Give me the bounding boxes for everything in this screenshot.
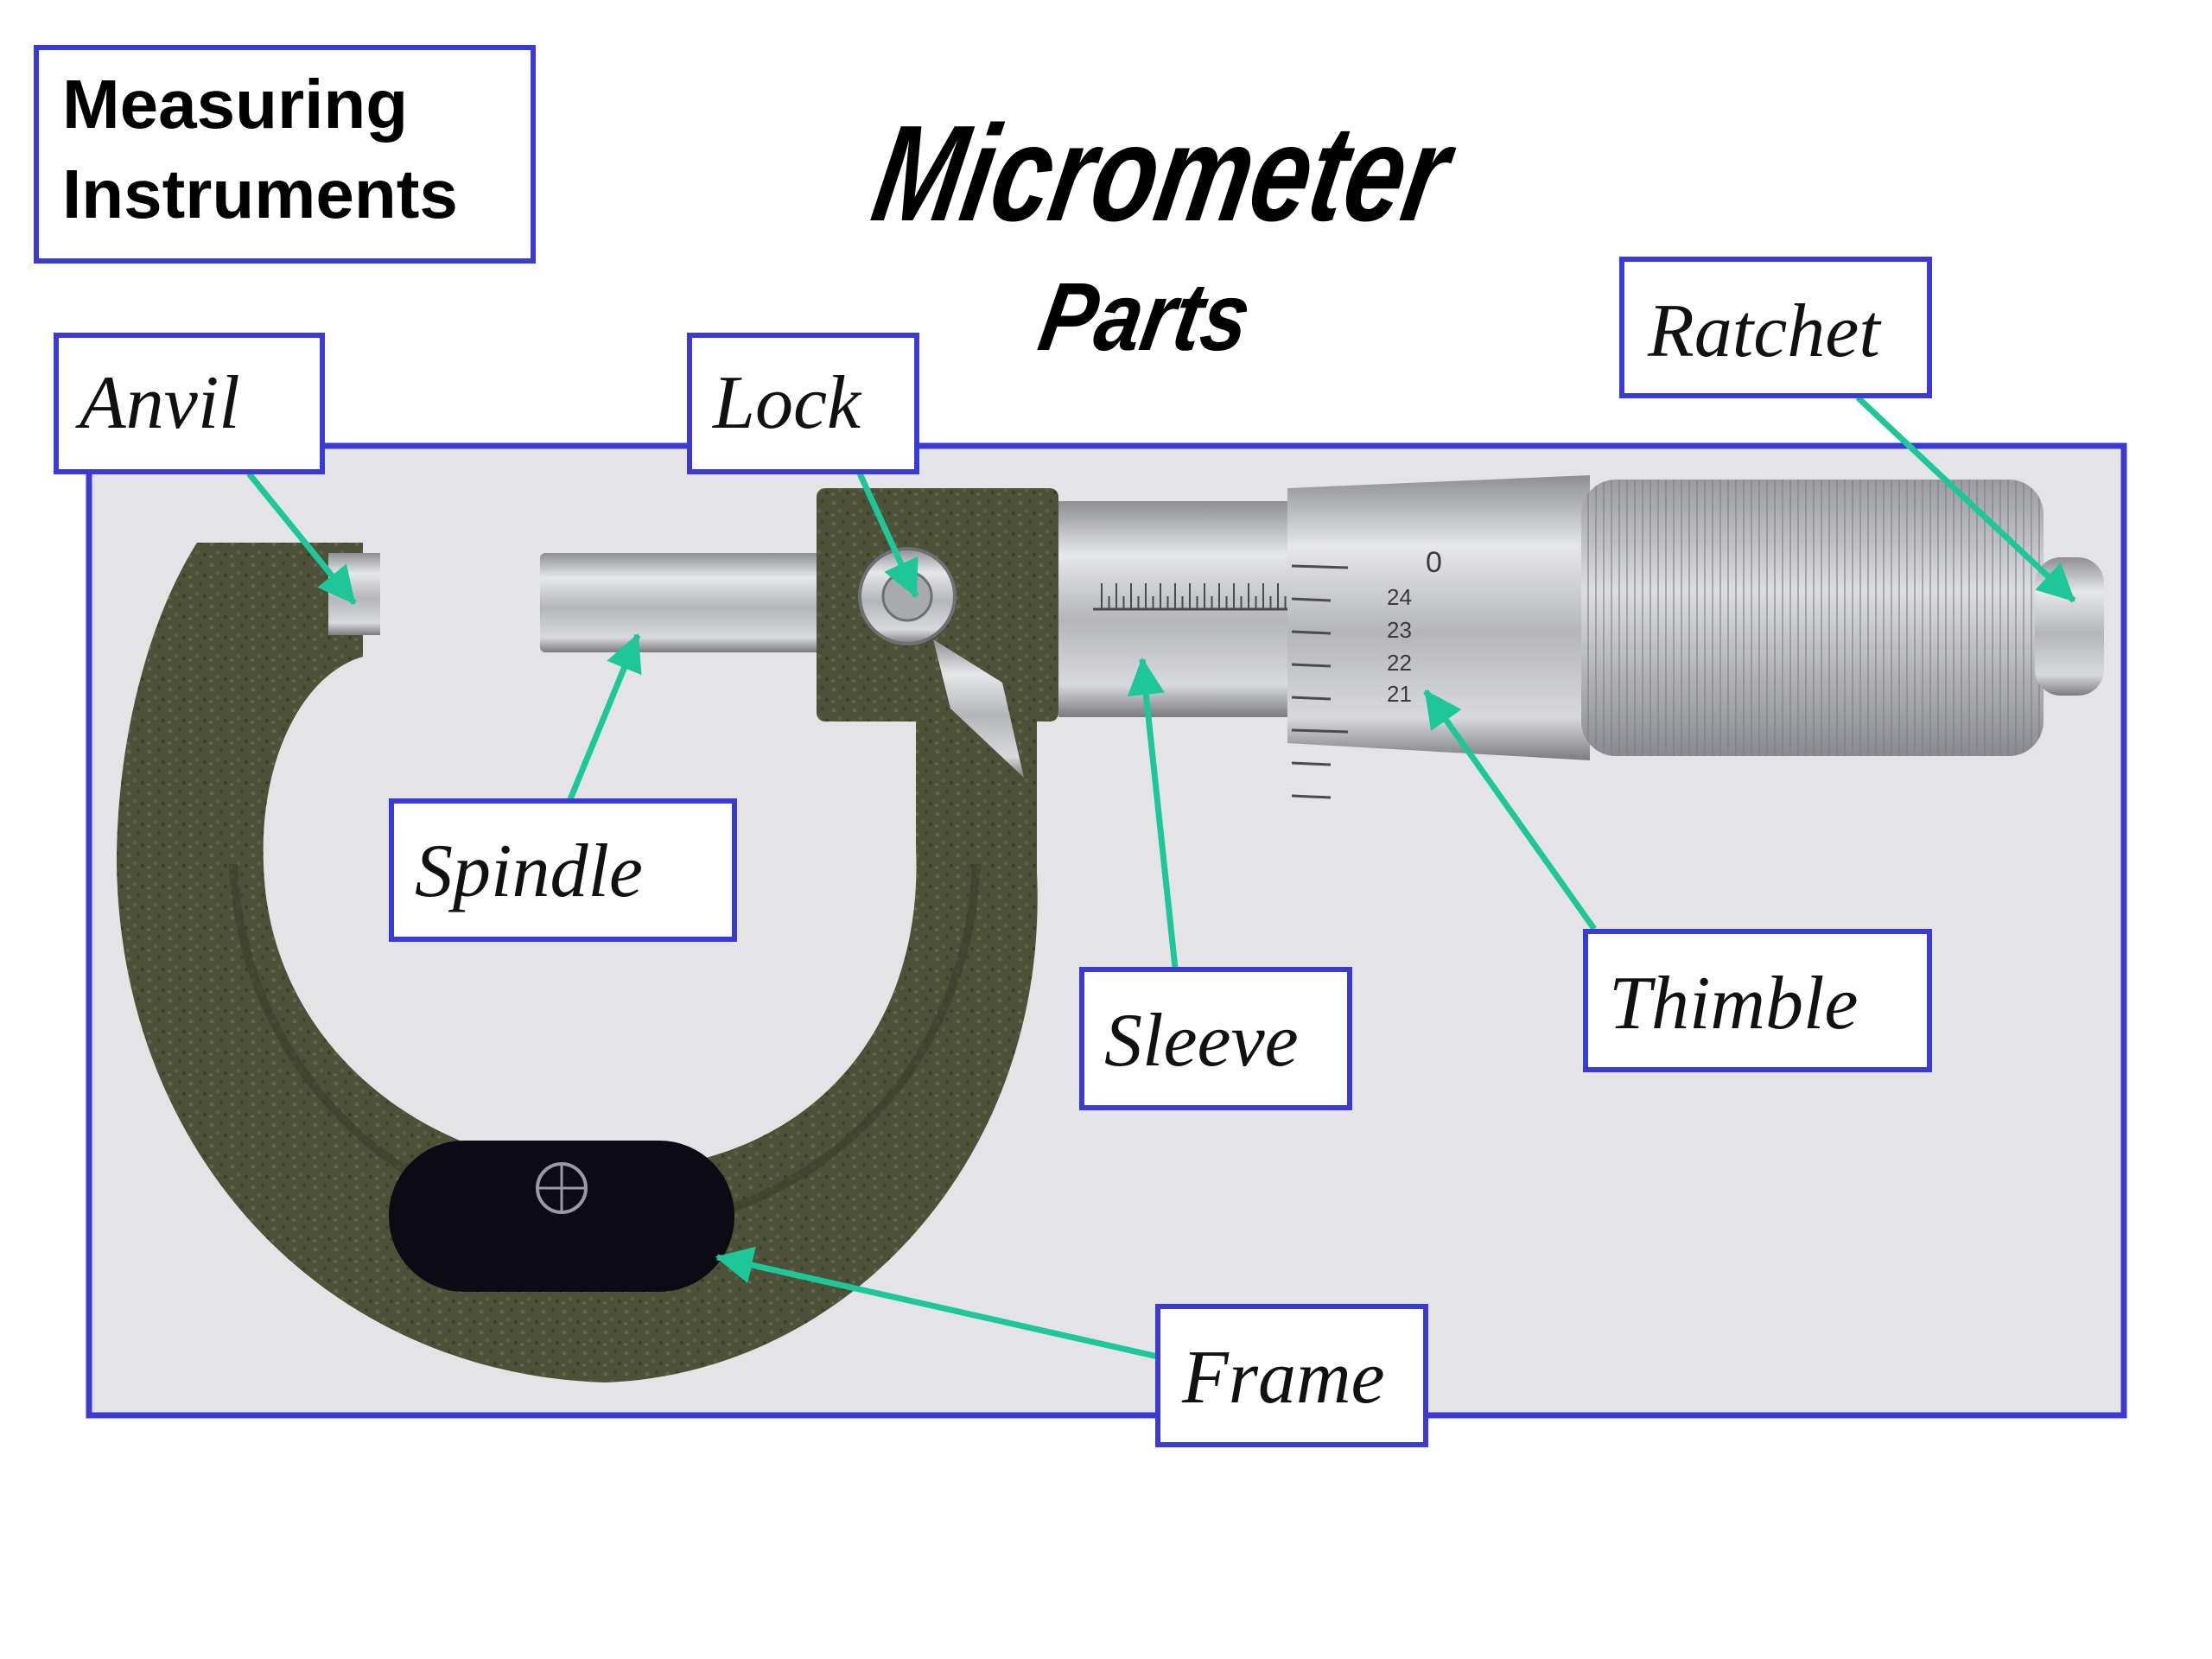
spindle-part bbox=[540, 553, 830, 652]
frame-nameplate bbox=[389, 1141, 734, 1292]
label-lock: Lock bbox=[687, 333, 919, 474]
sleeve-part bbox=[1058, 501, 1300, 717]
label-lock-text: Lock bbox=[711, 361, 862, 445]
pointer-arrows bbox=[246, 395, 2076, 1360]
thimble-scale-21: 21 bbox=[1387, 681, 1412, 707]
pointer-head-lock bbox=[884, 556, 918, 599]
pointer-head-anvil bbox=[317, 563, 356, 605]
thimble-tick bbox=[1291, 597, 1332, 602]
pointer-head-spindle bbox=[607, 632, 642, 676]
thimble-tick bbox=[1291, 728, 1349, 734]
label-frame-text: Frame bbox=[1181, 1336, 1385, 1420]
sleeve-scale-ticks bbox=[1101, 583, 1287, 609]
thimble-tick bbox=[1291, 761, 1332, 766]
thimble-scale-24: 24 bbox=[1387, 584, 1412, 610]
page-title: Micrometer bbox=[863, 97, 1465, 250]
label-ratchet-text: Ratchet bbox=[1647, 289, 1882, 373]
thimble-knurl bbox=[1581, 480, 2044, 756]
label-spindle: Spindle bbox=[389, 798, 737, 942]
thimble-scale-0: 0 bbox=[1426, 546, 1442, 579]
thimble-scale-ticks bbox=[1291, 564, 1349, 799]
pointer-head-thimble bbox=[1424, 690, 1462, 731]
thimble-tick bbox=[1291, 696, 1332, 701]
pointer-head-sleeve bbox=[1127, 657, 1165, 697]
label-anvil: Anvil bbox=[54, 333, 325, 474]
thimble-tick bbox=[1291, 663, 1332, 668]
label-frame: Frame bbox=[1155, 1304, 1428, 1447]
lock-housing bbox=[817, 488, 1058, 778]
label-ratchet: Ratchet bbox=[1619, 257, 1932, 398]
thimble-tick bbox=[1291, 794, 1332, 799]
badge-line-2: Instruments bbox=[62, 156, 458, 232]
thimble-scale-22: 22 bbox=[1387, 650, 1412, 676]
pointer-head-frame bbox=[715, 1246, 756, 1284]
pointer-sleeve bbox=[1139, 658, 1179, 969]
pointer-head-ratchet bbox=[2035, 563, 2075, 602]
label-sleeve-text: Sleeve bbox=[1104, 999, 1299, 1083]
pointer-ratchet bbox=[1855, 395, 2076, 603]
label-anvil-text: Anvil bbox=[75, 361, 240, 445]
page-subtitle: Parts bbox=[1032, 263, 1258, 371]
badge-line-1: Measuring bbox=[62, 66, 408, 143]
label-thimble: Thimble bbox=[1583, 929, 1932, 1072]
thimble-scale-23: 23 bbox=[1387, 617, 1412, 643]
label-thimble-text: Thimble bbox=[1609, 962, 1858, 1046]
pointer-thimble bbox=[1423, 689, 1597, 931]
label-spindle-text: Spindle bbox=[415, 830, 643, 913]
thimble-part bbox=[1287, 475, 1590, 760]
label-sleeve: Sleeve bbox=[1079, 967, 1352, 1110]
thimble-tick bbox=[1291, 564, 1349, 569]
pointer-frame bbox=[716, 1254, 1159, 1360]
ratchet-part bbox=[2035, 557, 2104, 696]
title-badge: Measuring Instruments bbox=[34, 45, 536, 264]
thimble-tick bbox=[1291, 630, 1332, 635]
